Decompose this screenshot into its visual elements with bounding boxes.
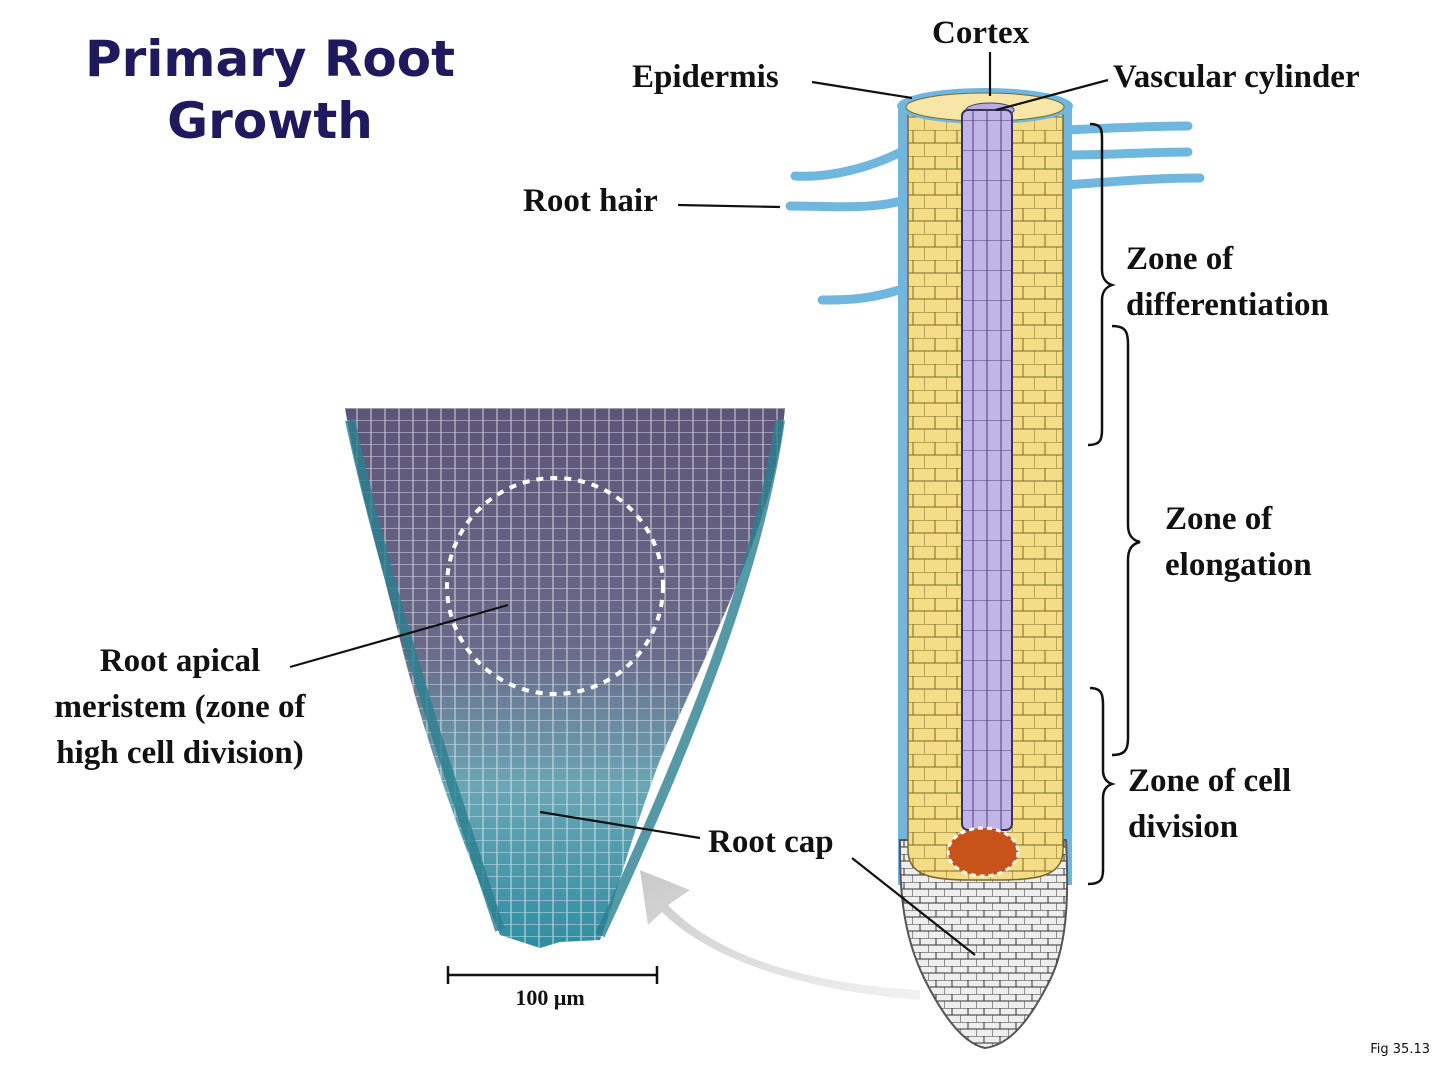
magnification-arrow	[640, 870, 920, 1000]
title-line-1: Primary Root	[84, 30, 456, 88]
label-root-apical-meristem: Root apical meristem (zone of high cell …	[30, 638, 330, 776]
meristem-line-2: meristem (zone of	[54, 689, 306, 725]
zone-elongation-line-2: elongation	[1165, 547, 1312, 583]
root-tip-micrograph	[345, 408, 785, 948]
zone-elongation-line-1: Zone of	[1165, 501, 1273, 537]
label-vascular-cylinder: Vascular cylinder	[1113, 59, 1360, 95]
title-line-2: Growth	[167, 92, 373, 150]
root-cap-tissue	[898, 839, 1069, 1050]
zone-differentiation-line-1: Zone of	[1126, 241, 1234, 277]
label-root-hair: Root hair	[523, 183, 658, 219]
meristem-line-1: Root apical	[99, 643, 261, 679]
label-root-cap: Root cap	[708, 824, 834, 860]
meristem-circle	[445, 476, 665, 696]
root-longitudinal-diagram	[897, 88, 1073, 1050]
apical-meristem-region	[946, 826, 1020, 878]
label-zone-differentiation: Zone of differentiation	[1126, 236, 1329, 328]
vascular-cylinder-tissue	[961, 109, 1013, 831]
page-title: Primary Root Growth	[60, 28, 480, 152]
leader-lines	[289, 52, 1109, 956]
label-zone-cell-division: Zone of cell division	[1128, 758, 1291, 850]
zone-cell-division-line-2: division	[1128, 809, 1239, 845]
root-hairs	[785, 121, 1205, 305]
meristem-line-3: high cell division)	[56, 735, 304, 771]
label-epidermis: Epidermis	[632, 59, 779, 95]
scale-bar-label: 100 μm	[515, 985, 585, 1010]
zone-cell-division-line-1: Zone of cell	[1128, 763, 1292, 799]
label-zone-elongation: Zone of elongation	[1165, 496, 1312, 588]
label-cortex: Cortex	[932, 15, 1030, 51]
scale-bar-line	[446, 966, 659, 984]
zone-brackets	[1087, 122, 1141, 886]
figure-reference: Fig 35.13	[1370, 1042, 1430, 1057]
zone-differentiation-line-2: differentiation	[1126, 287, 1329, 323]
